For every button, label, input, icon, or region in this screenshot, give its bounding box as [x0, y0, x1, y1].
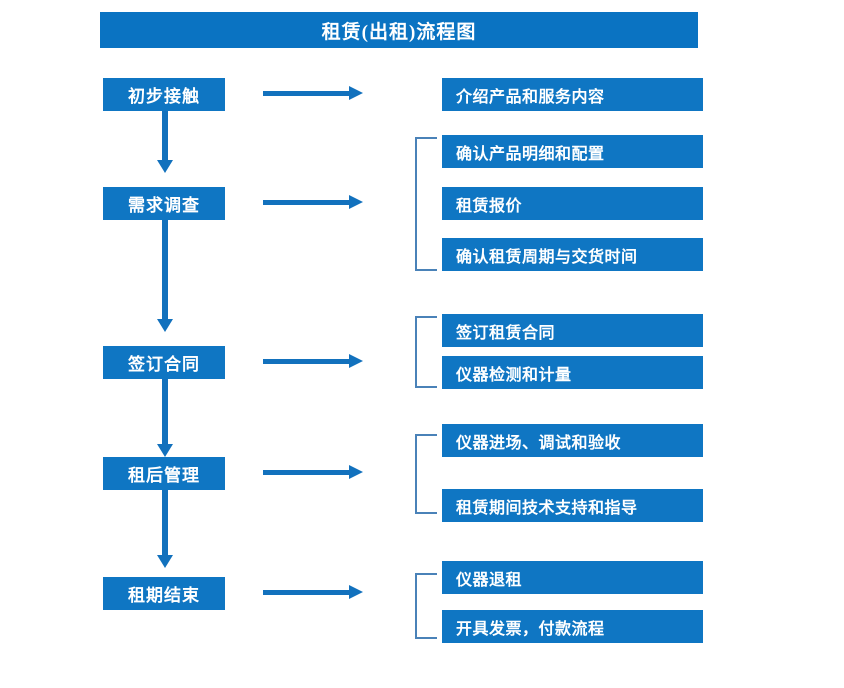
- stage-box-2[interactable]: 需求调查: [103, 187, 225, 220]
- detail-box-3-1[interactable]: 签订租赁合同: [442, 314, 703, 347]
- detail-box-2-2[interactable]: 租赁报价: [442, 187, 703, 220]
- arrow-shaft: [263, 590, 349, 595]
- stage-to-detail-arrow-3: [263, 354, 363, 368]
- detail-box-4-2[interactable]: 租赁期间技术支持和指导: [442, 489, 703, 522]
- stage-flow-arrow-4-5: [157, 490, 173, 568]
- stage-to-detail-arrow-4: [263, 465, 363, 479]
- arrow-shaft: [263, 200, 349, 205]
- arrow-shaft: [162, 220, 168, 319]
- stage-flow-arrow-3-4: [157, 379, 173, 457]
- group-bracket-2: [415, 137, 437, 271]
- group-bracket-3: [415, 316, 437, 388]
- arrow-head-icon: [349, 195, 363, 209]
- group-bracket-5: [415, 573, 437, 639]
- detail-box-5-2[interactable]: 开具发票，付款流程: [442, 610, 703, 643]
- arrow-head-icon: [157, 444, 173, 457]
- arrow-head-icon: [349, 585, 363, 599]
- arrow-shaft: [263, 91, 349, 96]
- arrow-head-icon: [349, 86, 363, 100]
- stage-to-detail-arrow-2: [263, 195, 363, 209]
- arrow-head-icon: [157, 319, 173, 332]
- arrow-shaft: [263, 359, 349, 364]
- detail-box-3-2[interactable]: 仪器检测和计量: [442, 356, 703, 389]
- arrow-shaft: [263, 470, 349, 475]
- stage-box-4[interactable]: 租后管理: [103, 457, 225, 490]
- stage-box-1[interactable]: 初步接触: [103, 78, 225, 111]
- arrow-shaft: [162, 490, 168, 555]
- arrow-shaft: [162, 379, 168, 444]
- arrow-head-icon: [349, 465, 363, 479]
- detail-box-1-1[interactable]: 介绍产品和服务内容: [442, 78, 703, 111]
- arrow-head-icon: [157, 160, 173, 173]
- stage-to-detail-arrow-1: [263, 86, 363, 100]
- arrow-head-icon: [157, 555, 173, 568]
- stage-to-detail-arrow-5: [263, 585, 363, 599]
- detail-box-2-3[interactable]: 确认租赁周期与交货时间: [442, 238, 703, 271]
- detail-box-4-1[interactable]: 仪器进场、调试和验收: [442, 424, 703, 457]
- detail-box-2-1[interactable]: 确认产品明细和配置: [442, 135, 703, 168]
- stage-box-3[interactable]: 签订合同: [103, 346, 225, 379]
- arrow-shaft: [162, 111, 168, 160]
- arrow-head-icon: [349, 354, 363, 368]
- stage-flow-arrow-1-2: [157, 111, 173, 173]
- group-bracket-4: [415, 434, 437, 514]
- stage-flow-arrow-2-3: [157, 220, 173, 332]
- detail-box-5-1[interactable]: 仪器退租: [442, 561, 703, 594]
- diagram-title: 租赁(出租)流程图: [100, 12, 698, 48]
- stage-box-5[interactable]: 租期结束: [103, 577, 225, 610]
